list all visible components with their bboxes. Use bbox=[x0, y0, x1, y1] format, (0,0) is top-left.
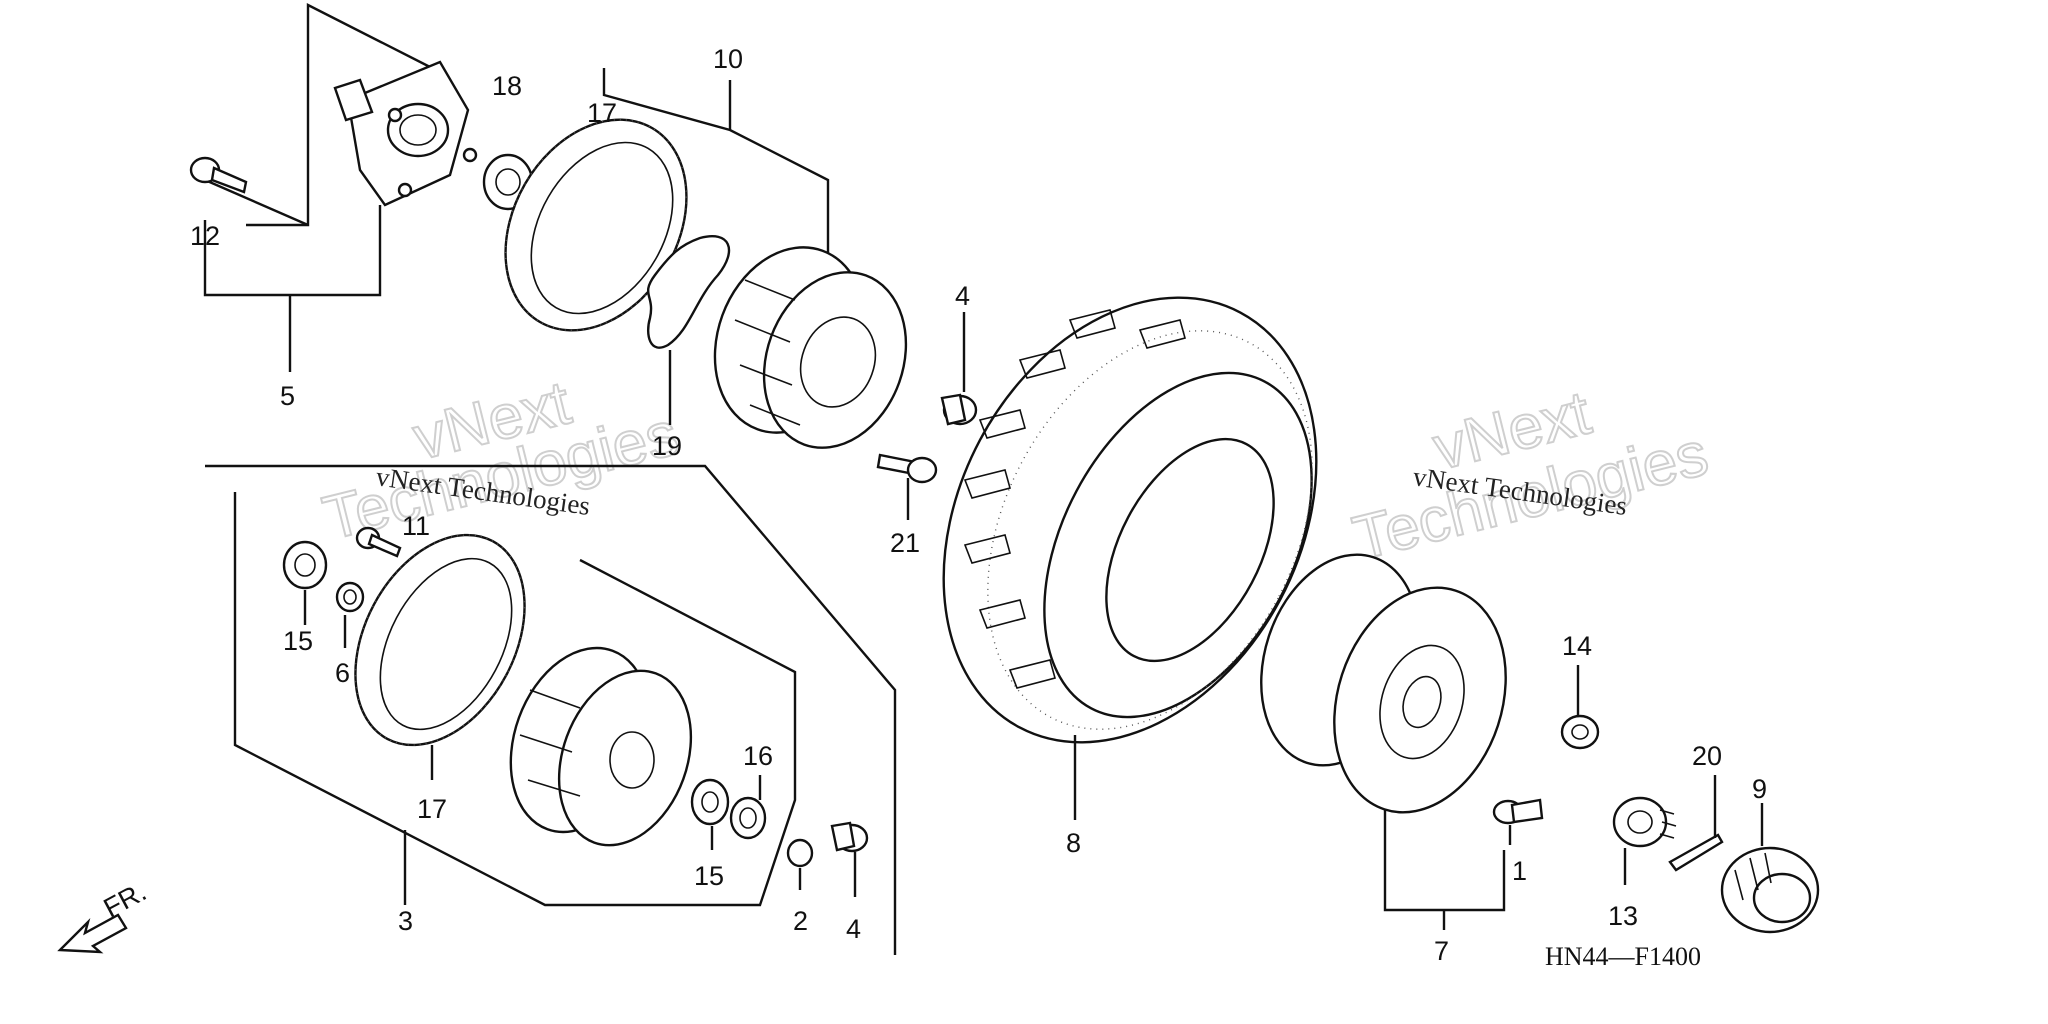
callout-4-upper: 4 bbox=[955, 281, 970, 311]
part-oring-19 bbox=[646, 235, 731, 349]
callout-17-upper: 17 bbox=[587, 98, 617, 128]
callout-6: 6 bbox=[335, 658, 350, 688]
callout-18: 18 bbox=[492, 71, 522, 101]
diagram-code: HN44—F1400 bbox=[1545, 942, 1701, 971]
part-brake-drum-10 bbox=[713, 246, 908, 449]
callout-2: 2 bbox=[793, 906, 808, 936]
callout-8: 8 bbox=[1066, 828, 1081, 858]
callout-20: 20 bbox=[1692, 741, 1722, 771]
callout-12: 12 bbox=[190, 221, 220, 251]
part-castle-nut-13 bbox=[1612, 796, 1677, 848]
part-bolt-11 bbox=[355, 526, 402, 558]
watermark-left: vNext Technologies vNext Technologies bbox=[316, 367, 686, 554]
part-collar-6 bbox=[335, 581, 365, 613]
part-bearing-15-left bbox=[282, 540, 328, 590]
part-wheel-rim-7 bbox=[1260, 553, 1507, 814]
callout-13: 13 bbox=[1608, 901, 1638, 931]
part-valve-1 bbox=[1492, 798, 1544, 825]
callout-9: 9 bbox=[1752, 774, 1767, 804]
callout-3: 3 bbox=[398, 906, 413, 936]
part-seal-16 bbox=[729, 796, 767, 840]
callout-14: 14 bbox=[1562, 631, 1592, 661]
callout-19: 19 bbox=[652, 431, 682, 461]
part-bolt-21 bbox=[876, 453, 938, 484]
part-hub-flange-5 bbox=[333, 60, 478, 207]
part-seal-17-lower bbox=[354, 533, 526, 747]
callout-15-left: 15 bbox=[283, 626, 313, 656]
callout-11: 11 bbox=[402, 511, 430, 541]
part-cotter-pin-20 bbox=[1668, 833, 1724, 872]
callout-4-lower: 4 bbox=[846, 914, 861, 944]
part-collar-2 bbox=[786, 838, 814, 868]
direction-label: FR. bbox=[99, 876, 151, 923]
part-nut-4-upper bbox=[940, 393, 978, 426]
part-nut-4-lower bbox=[830, 821, 869, 853]
part-brake-drum-3 bbox=[509, 646, 693, 847]
part-bearing-15-right bbox=[690, 778, 730, 826]
callout-1: 1 bbox=[1512, 856, 1527, 886]
part-bolt-12 bbox=[189, 156, 248, 194]
callout-16: 16 bbox=[743, 741, 773, 771]
assembly-lines bbox=[203, 3, 1506, 955]
callout-21: 21 bbox=[890, 528, 920, 558]
callout-17-lower: 17 bbox=[417, 794, 447, 824]
callout-15-right: 15 bbox=[694, 861, 724, 891]
part-tire-8 bbox=[942, 296, 1318, 744]
part-wheel-nut-14 bbox=[1560, 714, 1600, 750]
callout-5: 5 bbox=[280, 381, 295, 411]
front-direction-arrow-icon: FR. bbox=[57, 876, 151, 954]
watermark-right: vNext Technologies vNext Technologies bbox=[1346, 377, 1716, 574]
callout-7: 7 bbox=[1434, 936, 1449, 966]
part-cap-9 bbox=[1720, 846, 1820, 934]
callout-10: 10 bbox=[713, 44, 743, 74]
